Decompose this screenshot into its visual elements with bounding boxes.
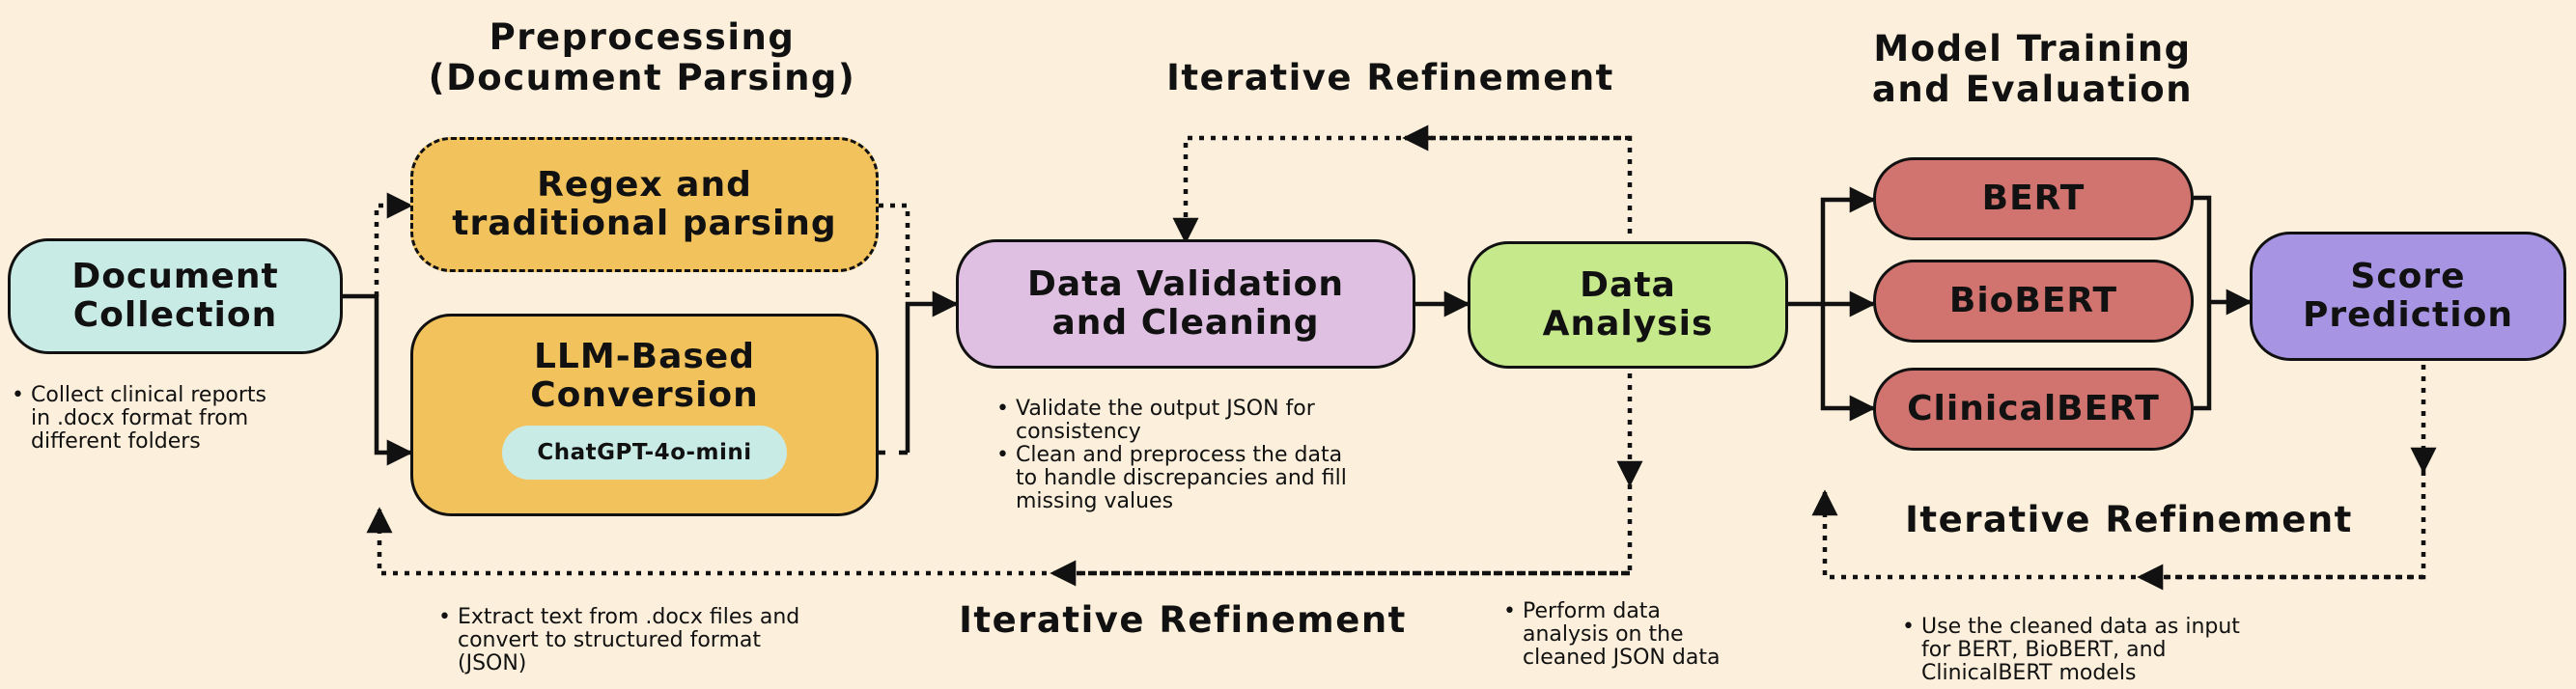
note-extract-item: Extract text from .docx files and conver… — [436, 606, 881, 675]
heading-preprocessing: Preprocessing (Document Parsing) — [428, 16, 856, 98]
llm-conversion-node: LLM-Based Conversion — [410, 314, 879, 516]
note-analysis-item: Perform data analysis on the cleaned JSO… — [1501, 600, 1762, 670]
note-validation: Validate the output JSON for consistency… — [994, 398, 1410, 513]
note-collection-item: Collect clinical reports in .docx format… — [10, 384, 328, 454]
data-validation-label: Data Validation and Cleaning — [1026, 264, 1345, 343]
note-training-item: Use the cleaned data as input for BERT, … — [1900, 616, 2306, 685]
score-prediction-label: Score Prediction — [2303, 257, 2513, 335]
heading-iterative-refinement-top: Iterative Refinement — [1166, 57, 1614, 98]
clinicalbert-node: ClinicalBERT — [1873, 368, 2194, 451]
note-analysis: Perform data analysis on the cleaned JSO… — [1501, 600, 1762, 670]
data-validation-node: Data Validation and Cleaning — [956, 239, 1415, 369]
document-collection-label: Document Collection — [71, 257, 279, 335]
note-validation-item: Clean and preprocess the data to handle … — [994, 444, 1410, 513]
data-analysis-label: Data Analysis — [1542, 265, 1714, 344]
score-prediction-node: Score Prediction — [2250, 232, 2566, 361]
heading-iterative-refinement-bottom: Iterative Refinement — [959, 599, 1407, 641]
note-extract: Extract text from .docx files and conver… — [436, 606, 881, 675]
document-collection-node: Document Collection — [8, 238, 343, 354]
heading-iterative-refinement-right: Iterative Refinement — [1905, 499, 2353, 540]
bert-label: BERT — [1981, 179, 2086, 218]
heading-model-training: Model Training and Evaluation — [1871, 28, 2194, 110]
regex-parsing-label: Regex and traditional parsing — [452, 165, 837, 243]
data-analysis-node: Data Analysis — [1468, 241, 1788, 369]
note-validation-item: Validate the output JSON for consistency — [994, 398, 1410, 444]
bert-node: BERT — [1873, 157, 2194, 240]
regex-parsing-node: Regex and traditional parsing — [410, 137, 879, 272]
biobert-label: BioBERT — [1948, 281, 2118, 320]
note-training: Use the cleaned data as input for BERT, … — [1900, 616, 2306, 685]
clinicalbert-label: ClinicalBERT — [1907, 389, 2160, 428]
note-collection: Collect clinical reports in .docx format… — [10, 384, 328, 454]
llm-conversion-label: LLM-Based Conversion — [530, 337, 759, 415]
biobert-node: BioBERT — [1873, 260, 2194, 343]
chatgpt-model-badge: ChatGPT-4o-mini — [502, 426, 787, 480]
